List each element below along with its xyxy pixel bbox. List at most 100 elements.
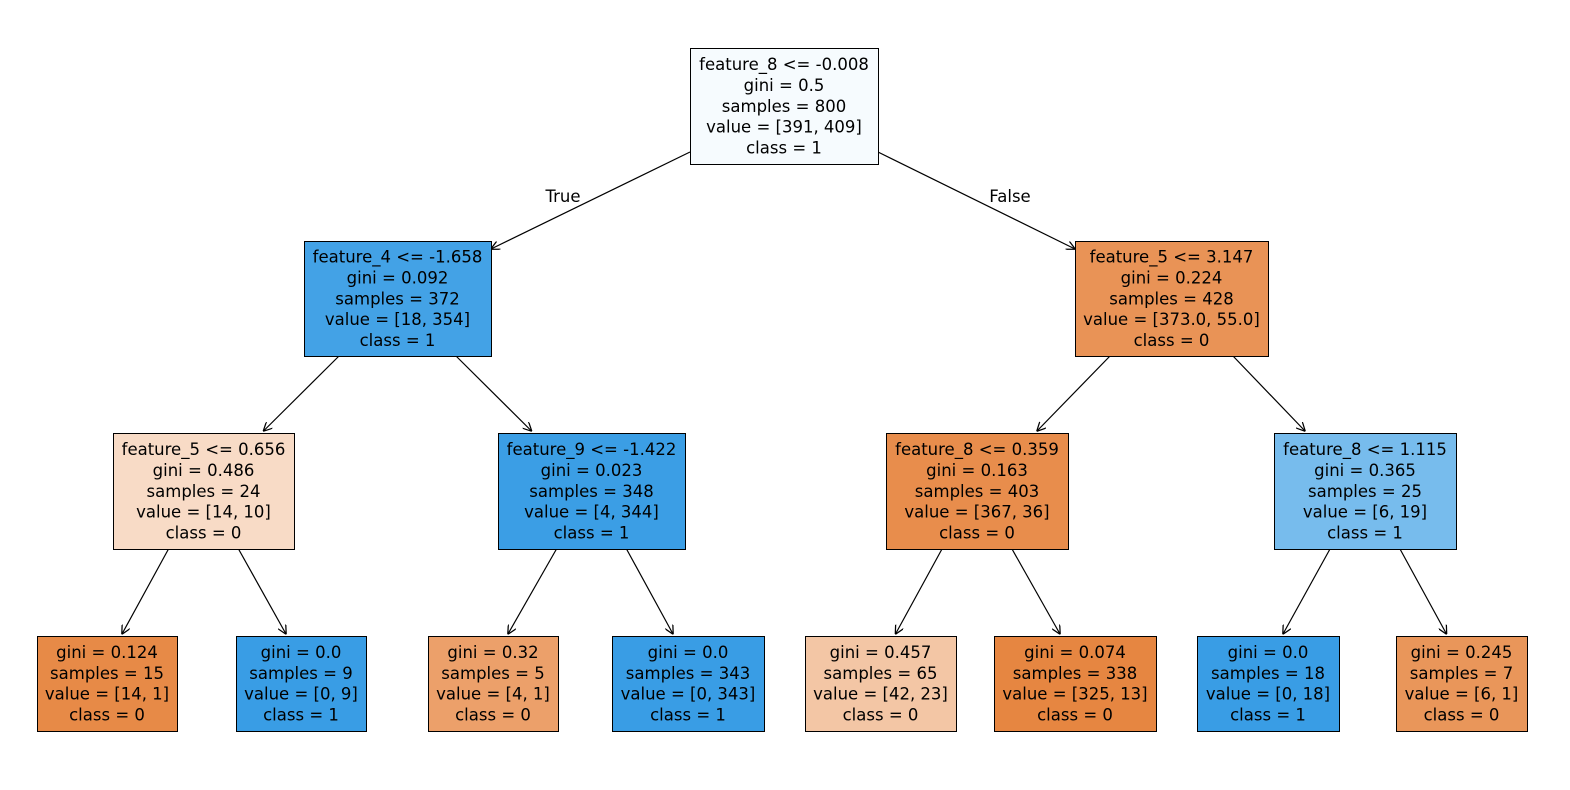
node-text-line: gini = 0.124 <box>56 643 158 662</box>
node-text-line: feature_5 <= 3.147 <box>1090 248 1254 268</box>
node-text-line: samples = 403 <box>915 482 1039 501</box>
tree-node-n13: gini = 0.0 samples = 18 value = [0, 18] cla… <box>1197 636 1340 732</box>
node-text-line: class = 0 <box>455 706 531 725</box>
node-text-line: value = [373.0, 55.0] <box>1083 310 1260 329</box>
edge-n2-to-n6 <box>1232 355 1305 431</box>
node-text-line: samples = 5 <box>441 664 544 683</box>
node-box <box>1396 636 1528 732</box>
node-text-line: samples = 9 <box>249 664 352 683</box>
node-text-line: gini = 0.023 <box>541 461 643 480</box>
node-text-line: value = [6, 1] <box>1405 685 1519 704</box>
node-box <box>994 636 1157 732</box>
node-text-line: value = [367, 36] <box>904 503 1049 522</box>
edge-n0-to-n2 <box>877 151 1075 249</box>
node-box <box>236 636 367 732</box>
node-text-line: class = 1 <box>360 331 436 350</box>
tree-node-n14: gini = 0.245 samples = 7 value = [6, 1] cla… <box>1396 636 1528 732</box>
node-text-line: class = 1 <box>650 706 726 725</box>
node-box <box>1075 241 1269 357</box>
node-text-line: class = 0 <box>1037 706 1113 725</box>
node-text-line: samples = 338 <box>1013 664 1137 683</box>
node-text-line: gini = 0.0 <box>648 643 729 662</box>
node-text-line: class = 0 <box>1424 706 1500 725</box>
true-branch-label: True <box>544 187 580 206</box>
node-text-line: samples = 25 <box>1308 482 1422 501</box>
node-box <box>805 636 957 732</box>
node-text-line: feature_4 <= -1.658 <box>313 248 483 268</box>
node-text-line: gini = 0.486 <box>153 461 255 480</box>
edge-n5-to-n12 <box>1011 548 1060 634</box>
node-text-line: gini = 0.0 <box>1228 643 1309 662</box>
node-text-line: class = 0 <box>166 523 242 542</box>
edge-n1-to-n4 <box>455 355 532 431</box>
node-text-line: class = 0 <box>1134 331 1210 350</box>
node-text-line: gini = 0.092 <box>347 269 449 288</box>
node-box <box>37 636 178 732</box>
node-text-line: feature_8 <= 0.359 <box>895 440 1059 460</box>
tree-node-n10: gini = 0.0 samples = 343 value = [0, 343] c… <box>612 636 765 732</box>
node-box <box>498 433 686 550</box>
edge-n6-to-n14 <box>1399 548 1447 634</box>
node-text-line: class = 1 <box>554 523 630 542</box>
node-text-line: class = 1 <box>746 138 822 157</box>
node-text-line: feature_5 <= 0.656 <box>122 440 286 460</box>
edge-n3-to-n8 <box>237 548 287 634</box>
node-text-line: samples = 343 <box>626 664 750 683</box>
node-text-line: class = 0 <box>843 706 919 725</box>
node-text-line: samples = 7 <box>1410 664 1513 683</box>
node-text-line: class = 1 <box>1327 523 1403 542</box>
node-box <box>428 636 559 732</box>
node-box <box>612 636 765 732</box>
node-text-line: feature_9 <= -1.422 <box>507 440 677 460</box>
node-text-line: feature_8 <= 1.115 <box>1283 440 1447 460</box>
node-text-line: class = 0 <box>939 523 1015 542</box>
edge-n3-to-n7 <box>122 548 170 634</box>
node-box <box>886 433 1069 550</box>
node-text-line: samples = 65 <box>824 664 938 683</box>
edge-n4-to-n10 <box>625 548 674 634</box>
node-text-line: value = [4, 1] <box>436 685 550 704</box>
node-text-line: value = [325, 13] <box>1002 685 1147 704</box>
node-text-line: class = 1 <box>1230 706 1306 725</box>
node-text-line: value = [0, 343] <box>621 685 756 704</box>
node-box <box>113 433 295 550</box>
edge-n4-to-n9 <box>508 548 558 634</box>
node-text-line: feature_8 <= -0.008 <box>699 55 869 75</box>
edge-n0-to-n1 <box>491 151 691 249</box>
node-text-line: value = [0, 18] <box>1206 685 1330 704</box>
node-text-line: class = 1 <box>263 706 339 725</box>
node-text-line: value = [6, 19] <box>1303 503 1427 522</box>
node-text-line: samples = 348 <box>529 482 653 501</box>
node-text-line: value = [18, 354] <box>325 310 470 329</box>
tree-node-n12: gini = 0.074 samples = 338 value = [325, 1… <box>994 636 1157 732</box>
node-text-line: gini = 0.365 <box>1314 461 1416 480</box>
node-text-line: gini = 0.5 <box>744 76 825 95</box>
node-box <box>304 241 492 357</box>
edge-n5-to-n11 <box>896 548 943 634</box>
node-box <box>690 48 879 165</box>
node-text-line: gini = 0.163 <box>926 461 1028 480</box>
node-text-line: gini = 0.245 <box>1411 643 1513 662</box>
node-text-line: value = [14, 1] <box>45 685 169 704</box>
node-text-line: gini = 0.0 <box>261 643 342 662</box>
node-box <box>1274 433 1457 550</box>
node-text-line: samples = 15 <box>50 664 164 683</box>
node-box <box>1197 636 1340 732</box>
node-text-line: value = [4, 344] <box>524 503 659 522</box>
node-text-line: gini = 0.074 <box>1024 643 1126 662</box>
node-text-line: value = [391, 409] <box>706 118 862 137</box>
node-text-line: samples = 18 <box>1211 664 1325 683</box>
